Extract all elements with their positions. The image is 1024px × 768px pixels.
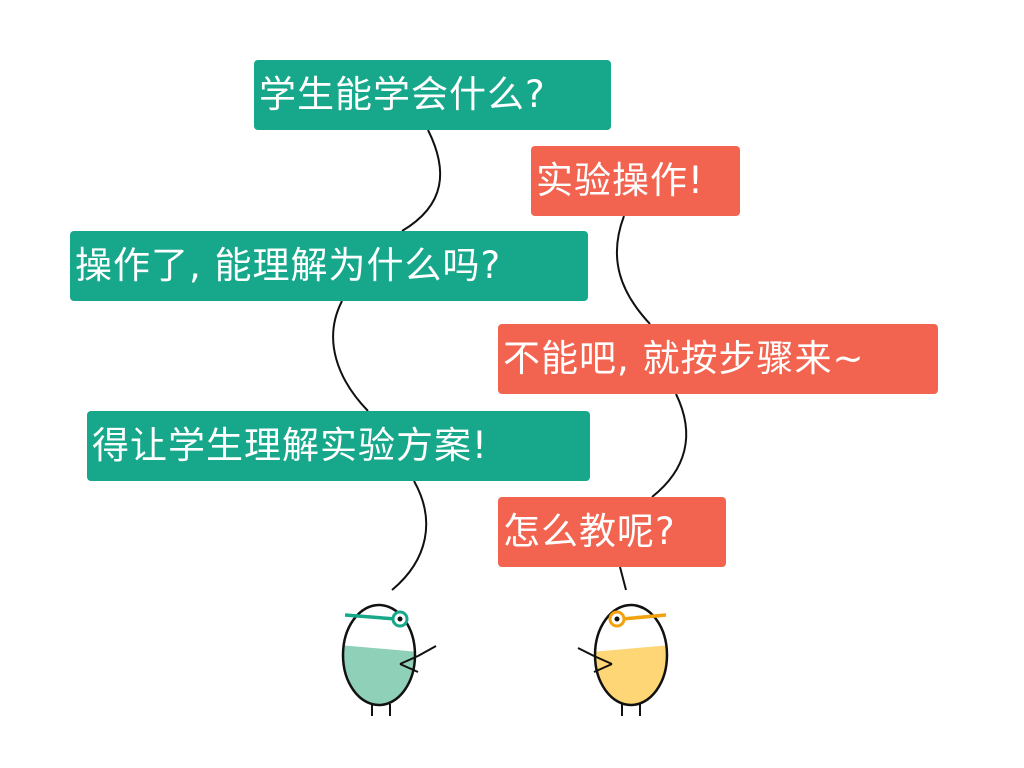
connector-line (332, 300, 369, 412)
speech-bubble-2: 实验操作! (531, 146, 740, 216)
speech-bubble-4: 不能吧, 就按步骤来~ (498, 324, 938, 394)
connector-line (401, 129, 442, 232)
connector-line (619, 566, 627, 591)
connector-line (651, 393, 688, 498)
speech-bubble-5: 得让学生理解实验方案! (87, 411, 590, 481)
connector-line (615, 215, 651, 325)
connector-line (391, 480, 428, 591)
speech-bubble-6: 怎么教呢? (498, 497, 726, 567)
speech-bubble-3: 操作了, 能理解为什么吗? (70, 231, 588, 301)
green-egg-character-icon (341, 603, 437, 716)
speech-bubble-1: 学生能学会什么? (254, 60, 611, 130)
yellow-egg-character-icon (577, 603, 669, 716)
